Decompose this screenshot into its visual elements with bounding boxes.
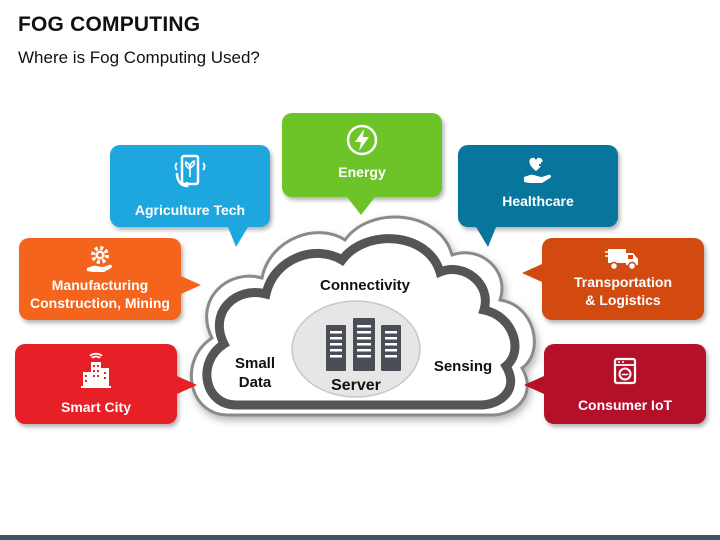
page-subtitle: Where is Fog Computing Used? (18, 48, 260, 67)
page-title: FOG COMPUTING (18, 13, 201, 36)
bubble-manufacturing-label: Manufacturing Construction, Mining (19, 276, 181, 312)
bubble-healthcare: Healthcare (458, 145, 618, 247)
small-data-text: Small Data (234, 355, 276, 391)
cloud-label-connectivity: Connectivity (319, 277, 410, 294)
washing-machine-icon (613, 357, 637, 385)
truck-icon (605, 249, 638, 271)
bubble-consumer-iot: Consumer IoT (524, 344, 706, 424)
bubble-transportation-label: Transportation & Logistics (542, 273, 704, 309)
bubble-manufacturing-line2: Construction, Mining (30, 295, 170, 311)
smartphone-plant-icon (174, 154, 206, 188)
bubble-transportation-line2: & Logistics (585, 292, 661, 308)
gear-hand-icon (87, 246, 113, 272)
bottom-bar (0, 535, 720, 540)
bubble-healthcare-label: Healthcare (502, 193, 574, 209)
bubble-agriculture-label: Agriculture Tech (134, 202, 246, 218)
bubble-consumer-iot-label: Consumer IoT (577, 397, 673, 413)
server-icon (326, 318, 401, 371)
bubble-transportation: Transportation & Logistics (522, 238, 704, 320)
cloud-label-server: Server (331, 377, 381, 394)
bubble-smart-city-label: Smart City (60, 399, 132, 415)
heart-hand-icon (524, 157, 552, 183)
bubble-energy-label: Energy (338, 164, 386, 180)
bubble-manufacturing-line1: Manufacturing (51, 277, 149, 293)
bubble-agriculture: Agriculture Tech (110, 145, 270, 247)
cloud-label-sensing: Sensing (433, 358, 493, 375)
cloud-label-small-data: Small Data (225, 354, 285, 392)
bubble-smart-city: Smart City (15, 344, 197, 424)
city-building-icon (81, 352, 111, 388)
bubble-manufacturing: Manufacturing Construction, Mining (19, 238, 201, 320)
lightning-icon (346, 124, 378, 156)
bubble-energy: Energy (282, 113, 442, 215)
bubble-transportation-line1: Transportation (573, 274, 672, 290)
